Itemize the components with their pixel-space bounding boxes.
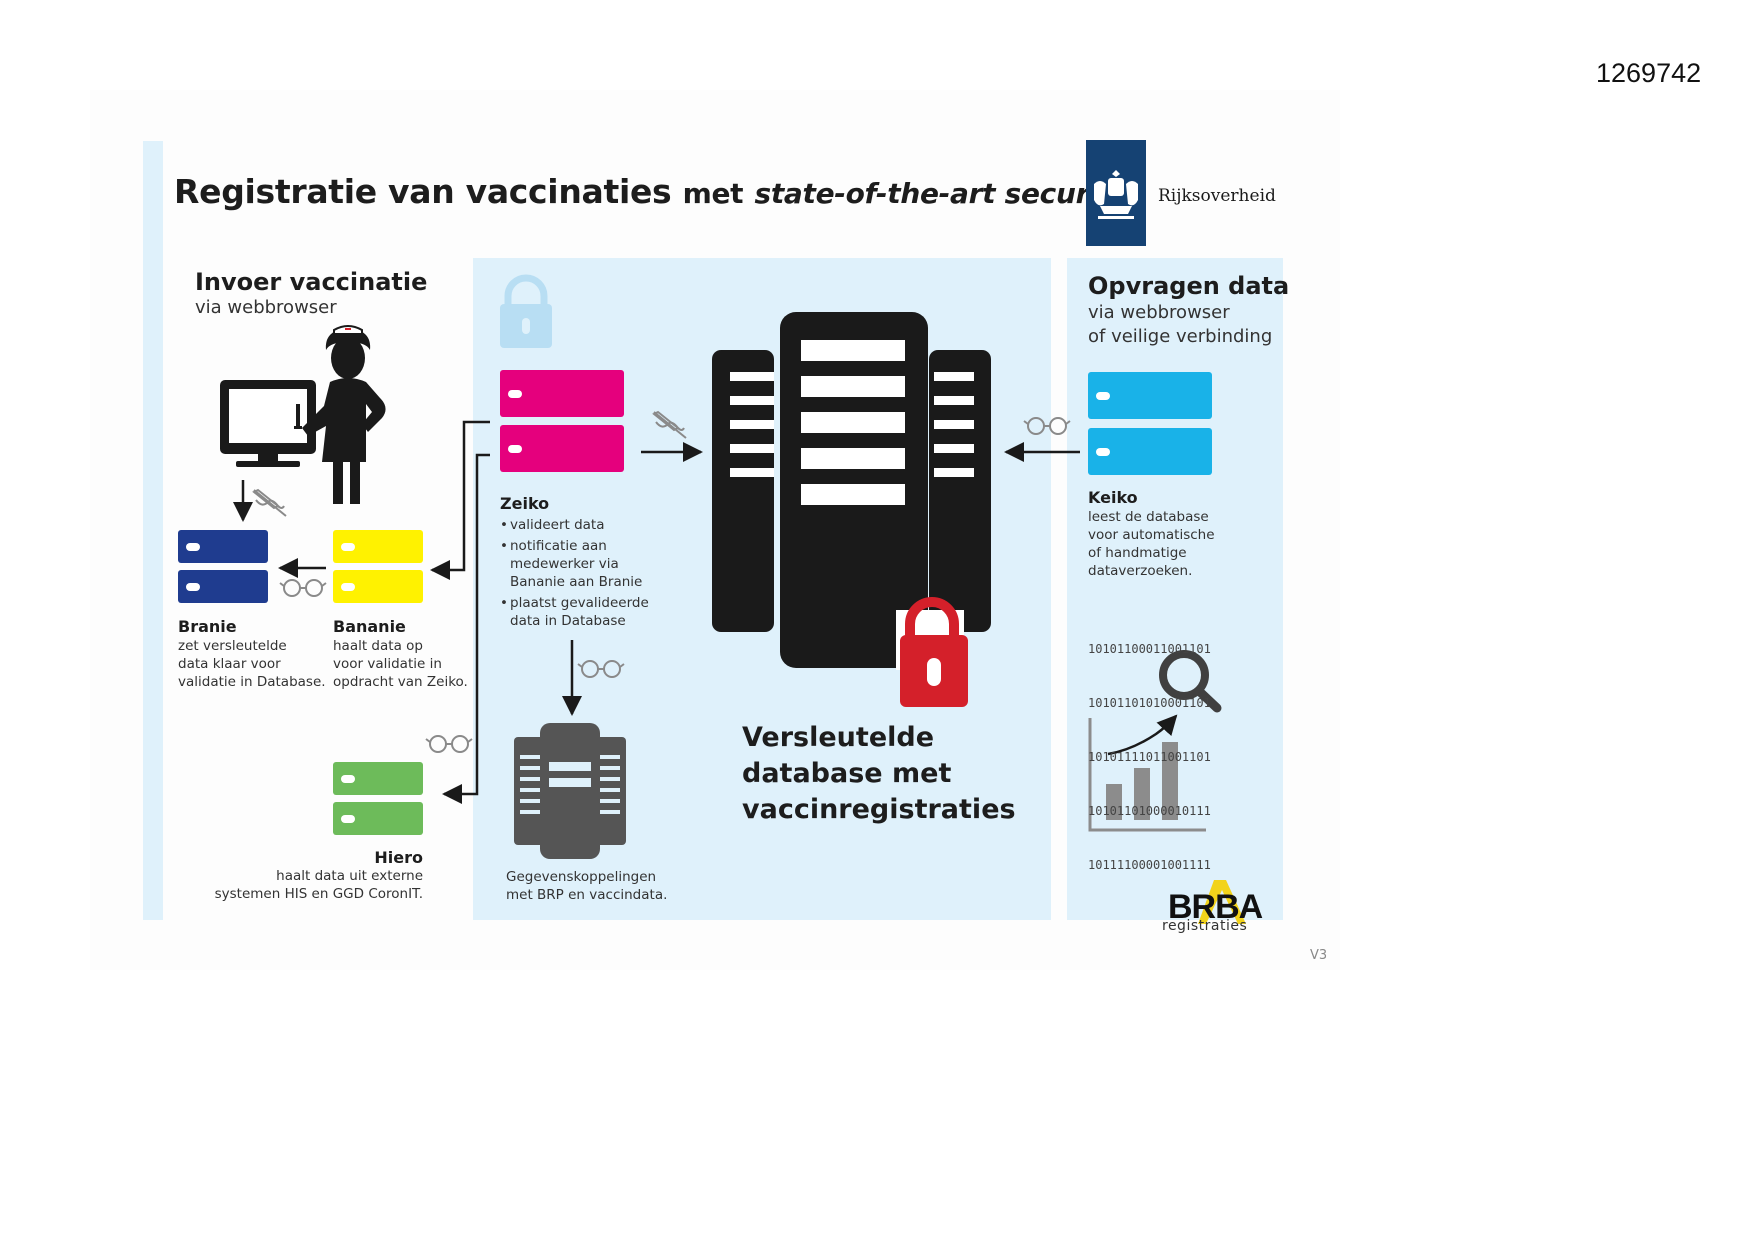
glasses-icon [577,660,625,678]
zeiko-name: Zeiko [500,494,550,513]
brba-logo-text: BRBA [1168,888,1263,926]
glasses-icon [425,735,473,753]
flow-arrows [233,420,1080,804]
hiero-text: Hiero haalt data uit externe systemen HI… [190,848,423,903]
hiero-block-top [333,762,423,795]
glasses-icon [279,579,327,597]
glasses-icon [1023,417,1071,435]
logo-text: Rijksoverheid [1158,186,1276,206]
lock-icon [500,274,552,348]
bananie-description: haalt data op voor validatie in opdracht… [333,638,468,690]
title-main: Registratie van vaccinaties [174,172,672,211]
magnifier-icon [1159,650,1222,713]
monitor-icon [220,380,316,467]
query-section-subtitle-1: via webbrowser [1088,302,1230,323]
title-connector: met [682,177,744,210]
binary-data: 10101100011001101 10101101010001101 1010… [1088,642,1211,872]
zeiko-bullets: valideert data notificatie aan medewerke… [500,516,649,633]
keiko-description: leest de database voor automatische of h… [1088,509,1215,579]
left-accent-strip [143,141,163,920]
query-section-subtitle-2: of veilige verbinding [1088,326,1273,347]
lock-icon [896,597,968,707]
keiko-name: Keiko [1088,488,1138,507]
zeiko-block-top [500,370,624,417]
bananie-block-bottom [333,570,423,603]
bananie-name: Bananie [333,617,406,636]
signature-icon [252,488,287,517]
infographic-title: Registratie van vaccinaties met state-of… [174,172,1130,211]
document-id: 1269742 [1596,58,1702,88]
koppelingen-description: Gegevenskoppelingen met BRP en vaccindat… [506,869,668,903]
coat-of-arms-icon [1094,170,1138,219]
title-emphasis: state-of-the-art security [754,177,1130,210]
hiero-block-bottom [333,802,423,835]
nurse-icon [302,325,386,504]
hiero-name: Hiero [374,848,423,867]
bananie-block-top [333,530,423,563]
input-section-title: Invoer vaccinatie [195,268,428,296]
branie-block-top [178,530,268,563]
version-label: V3 [1310,948,1328,963]
zeiko-bullet: notificatie aan medewerker via Bananie a… [500,537,649,591]
zeiko-bullet: valideert data [500,516,649,534]
input-section-subtitle: via webbrowser [195,297,337,318]
keiko-block-top [1088,372,1212,419]
chart-icon [1088,714,1206,832]
brba-logo-subtext: registraties [1162,918,1248,934]
server-icon [712,312,991,668]
query-section-title: Opvragen data [1088,272,1290,300]
zeiko-block-bottom [500,425,624,472]
brba-mark-icon [1198,880,1246,924]
keiko-block-bottom [1088,428,1212,475]
branie-description: zet versleutelde data klaar voor validat… [178,638,326,690]
zeiko-bullet: plaatst gevalideerde data in Database [500,594,649,630]
signature-icon [652,410,687,439]
database-label: Versleutelde database met vaccinregistra… [742,722,1016,825]
server-icon [514,723,626,859]
branie-block-bottom [178,570,268,603]
branie-name: Branie [178,617,237,636]
rijksoverheid-logo [1086,140,1146,246]
